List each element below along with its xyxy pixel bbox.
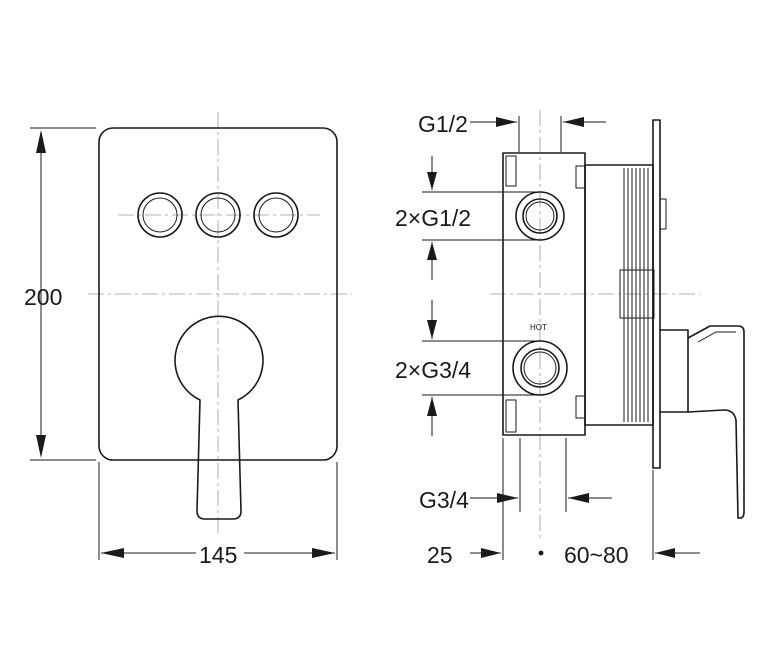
diverter-button-3: [253, 192, 299, 238]
width-dimension: [98, 462, 338, 560]
hot-marking: HOT: [530, 323, 547, 332]
lower-port: [512, 340, 568, 396]
front-view: 200 145: [24, 112, 352, 568]
cover-plate: [98, 127, 338, 461]
bottom-outlet-dimension: [470, 438, 612, 512]
mixer-lever: [174, 315, 264, 520]
lower-ports-label: 2×G3/4: [395, 357, 471, 383]
wall-plate-side: [652, 119, 661, 469]
depth-label-right: 60~80: [564, 542, 629, 568]
lever-side-profile: [659, 329, 689, 413]
lever-handle-edge: [697, 331, 736, 343]
body-lug: [505, 399, 517, 433]
top-inlet-dimension: [470, 116, 606, 152]
mounting-sleeve: [584, 164, 654, 426]
diverter-button-2: [195, 192, 241, 238]
upper-ports-dimension: [422, 156, 538, 280]
height-dimension: [30, 127, 96, 461]
depth-label-left: 25: [427, 542, 453, 568]
bottom-outlet-label: G3/4: [419, 487, 469, 513]
body-lug: [505, 155, 517, 187]
diverter-button-1: [137, 192, 183, 238]
body-lug: [575, 395, 586, 419]
sleeve-window: [619, 269, 655, 319]
height-label: 200: [24, 284, 62, 310]
upper-port: [515, 191, 565, 241]
depth-dimension: [470, 438, 700, 560]
top-inlet-label: G1/2: [418, 111, 468, 137]
lower-ports-dimension: [422, 300, 538, 436]
upper-ports-label: 2×G1/2: [395, 205, 471, 231]
body-lug: [575, 165, 586, 189]
side-view: HOT G1/2 2×G1/2: [395, 110, 745, 568]
width-label: 145: [199, 542, 237, 568]
lever-handle-side: [687, 325, 745, 519]
sleeve-thread-lines: [623, 168, 649, 422]
button-stub: [659, 198, 667, 230]
